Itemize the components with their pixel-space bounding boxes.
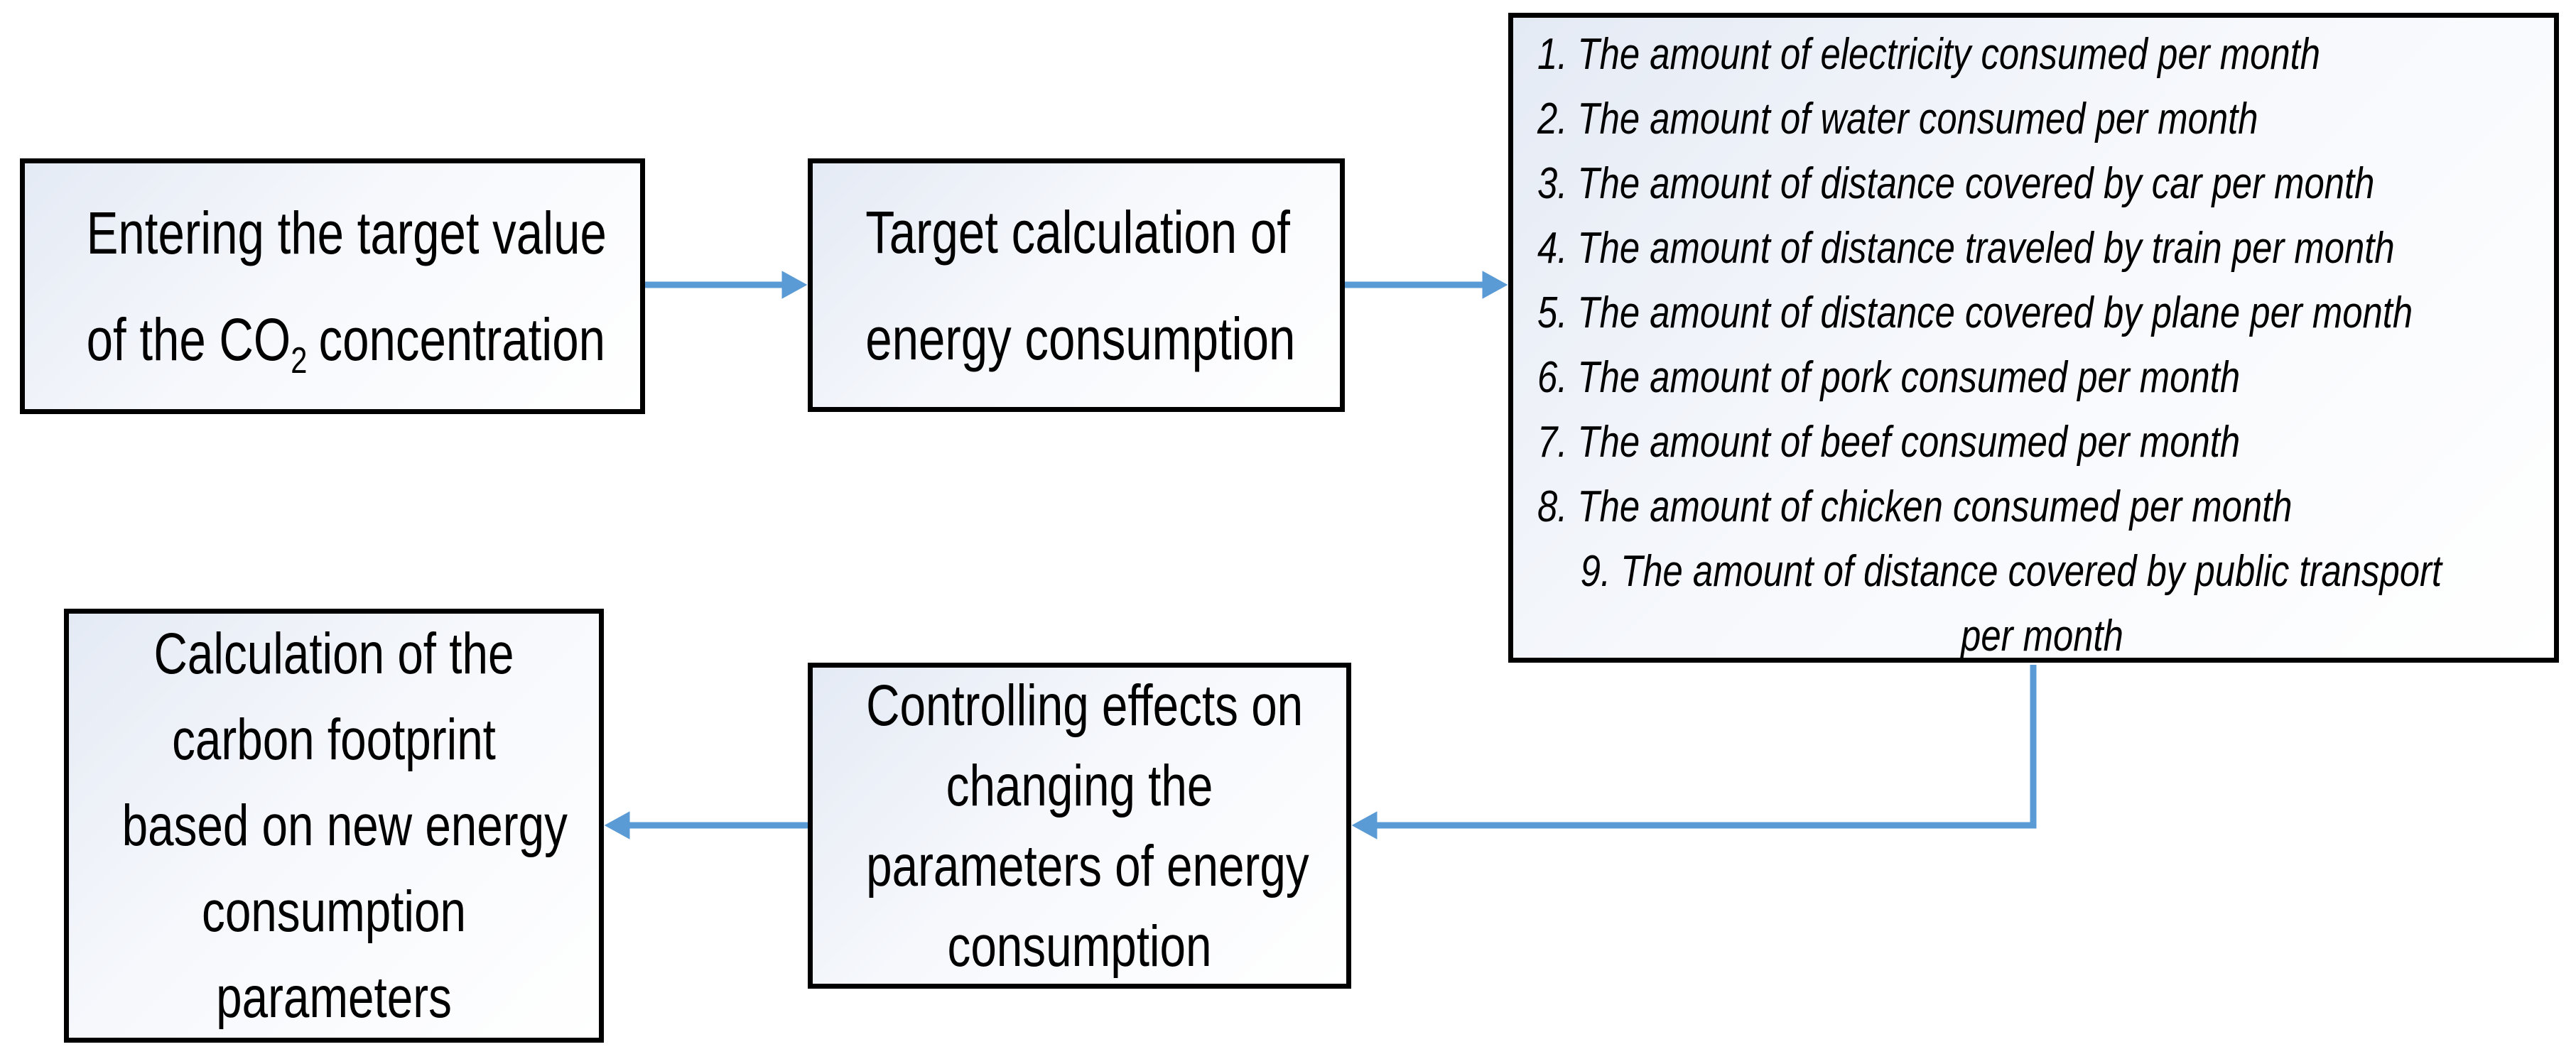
node-target-calculation: Target calculation of energy consumption bbox=[808, 158, 1345, 412]
parameter-item-continuation: per month bbox=[1961, 612, 2123, 661]
parameter-item: 4. The amount of distance traveled by tr… bbox=[1537, 224, 2395, 273]
node-text-line: consumption bbox=[202, 879, 466, 944]
parameter-item: 6. The amount of pork consumed per month bbox=[1537, 353, 2241, 402]
node-text-line: Entering the target value bbox=[86, 200, 607, 266]
parameter-item: 1. The amount of electricity consumed pe… bbox=[1537, 30, 2321, 79]
parameter-item: 2. The amount of water consumed per mont… bbox=[1537, 94, 2258, 143]
node-controlling-effects: Controlling effects on changing the para… bbox=[808, 663, 1351, 989]
node-text-line: changing the bbox=[946, 753, 1213, 818]
co2-line-suffix: concentration bbox=[318, 306, 605, 373]
node-text-line: Calculation of the bbox=[153, 621, 514, 686]
co2-line-prefix: of the CO bbox=[86, 306, 291, 373]
parameter-item: 9. The amount of distance covered by pub… bbox=[1580, 547, 2442, 596]
node-text-line: Controlling effects on bbox=[866, 673, 1304, 738]
parameter-item: 3. The amount of distance covered by car… bbox=[1537, 159, 2375, 208]
node-text-line: Target calculation of bbox=[865, 198, 1290, 266]
arrow-parameters-to-controlling bbox=[1351, 665, 2037, 840]
node-text-line: carbon footprint bbox=[172, 707, 496, 772]
parameter-item: 7. The amount of beef consumed per month bbox=[1537, 418, 2241, 467]
node-energy-parameters-list: 1. The amount of electricity consumed pe… bbox=[1508, 13, 2559, 663]
node-carbon-footprint-calculation: Calculation of the carbon footprint base… bbox=[64, 609, 604, 1043]
node-text-line: parameters bbox=[216, 965, 452, 1030]
co2-subscript: 2 bbox=[291, 340, 308, 381]
node-text-line: consumption bbox=[947, 913, 1212, 979]
parameter-item: 5. The amount of distance covered by pla… bbox=[1537, 288, 2413, 337]
node-text-line: based on new energy bbox=[121, 793, 568, 858]
node-text-line: parameters of energy bbox=[866, 833, 1309, 898]
node-text-line: energy consumption bbox=[865, 305, 1296, 372]
parameter-item: 8. The amount of chicken consumed per mo… bbox=[1537, 482, 2293, 531]
